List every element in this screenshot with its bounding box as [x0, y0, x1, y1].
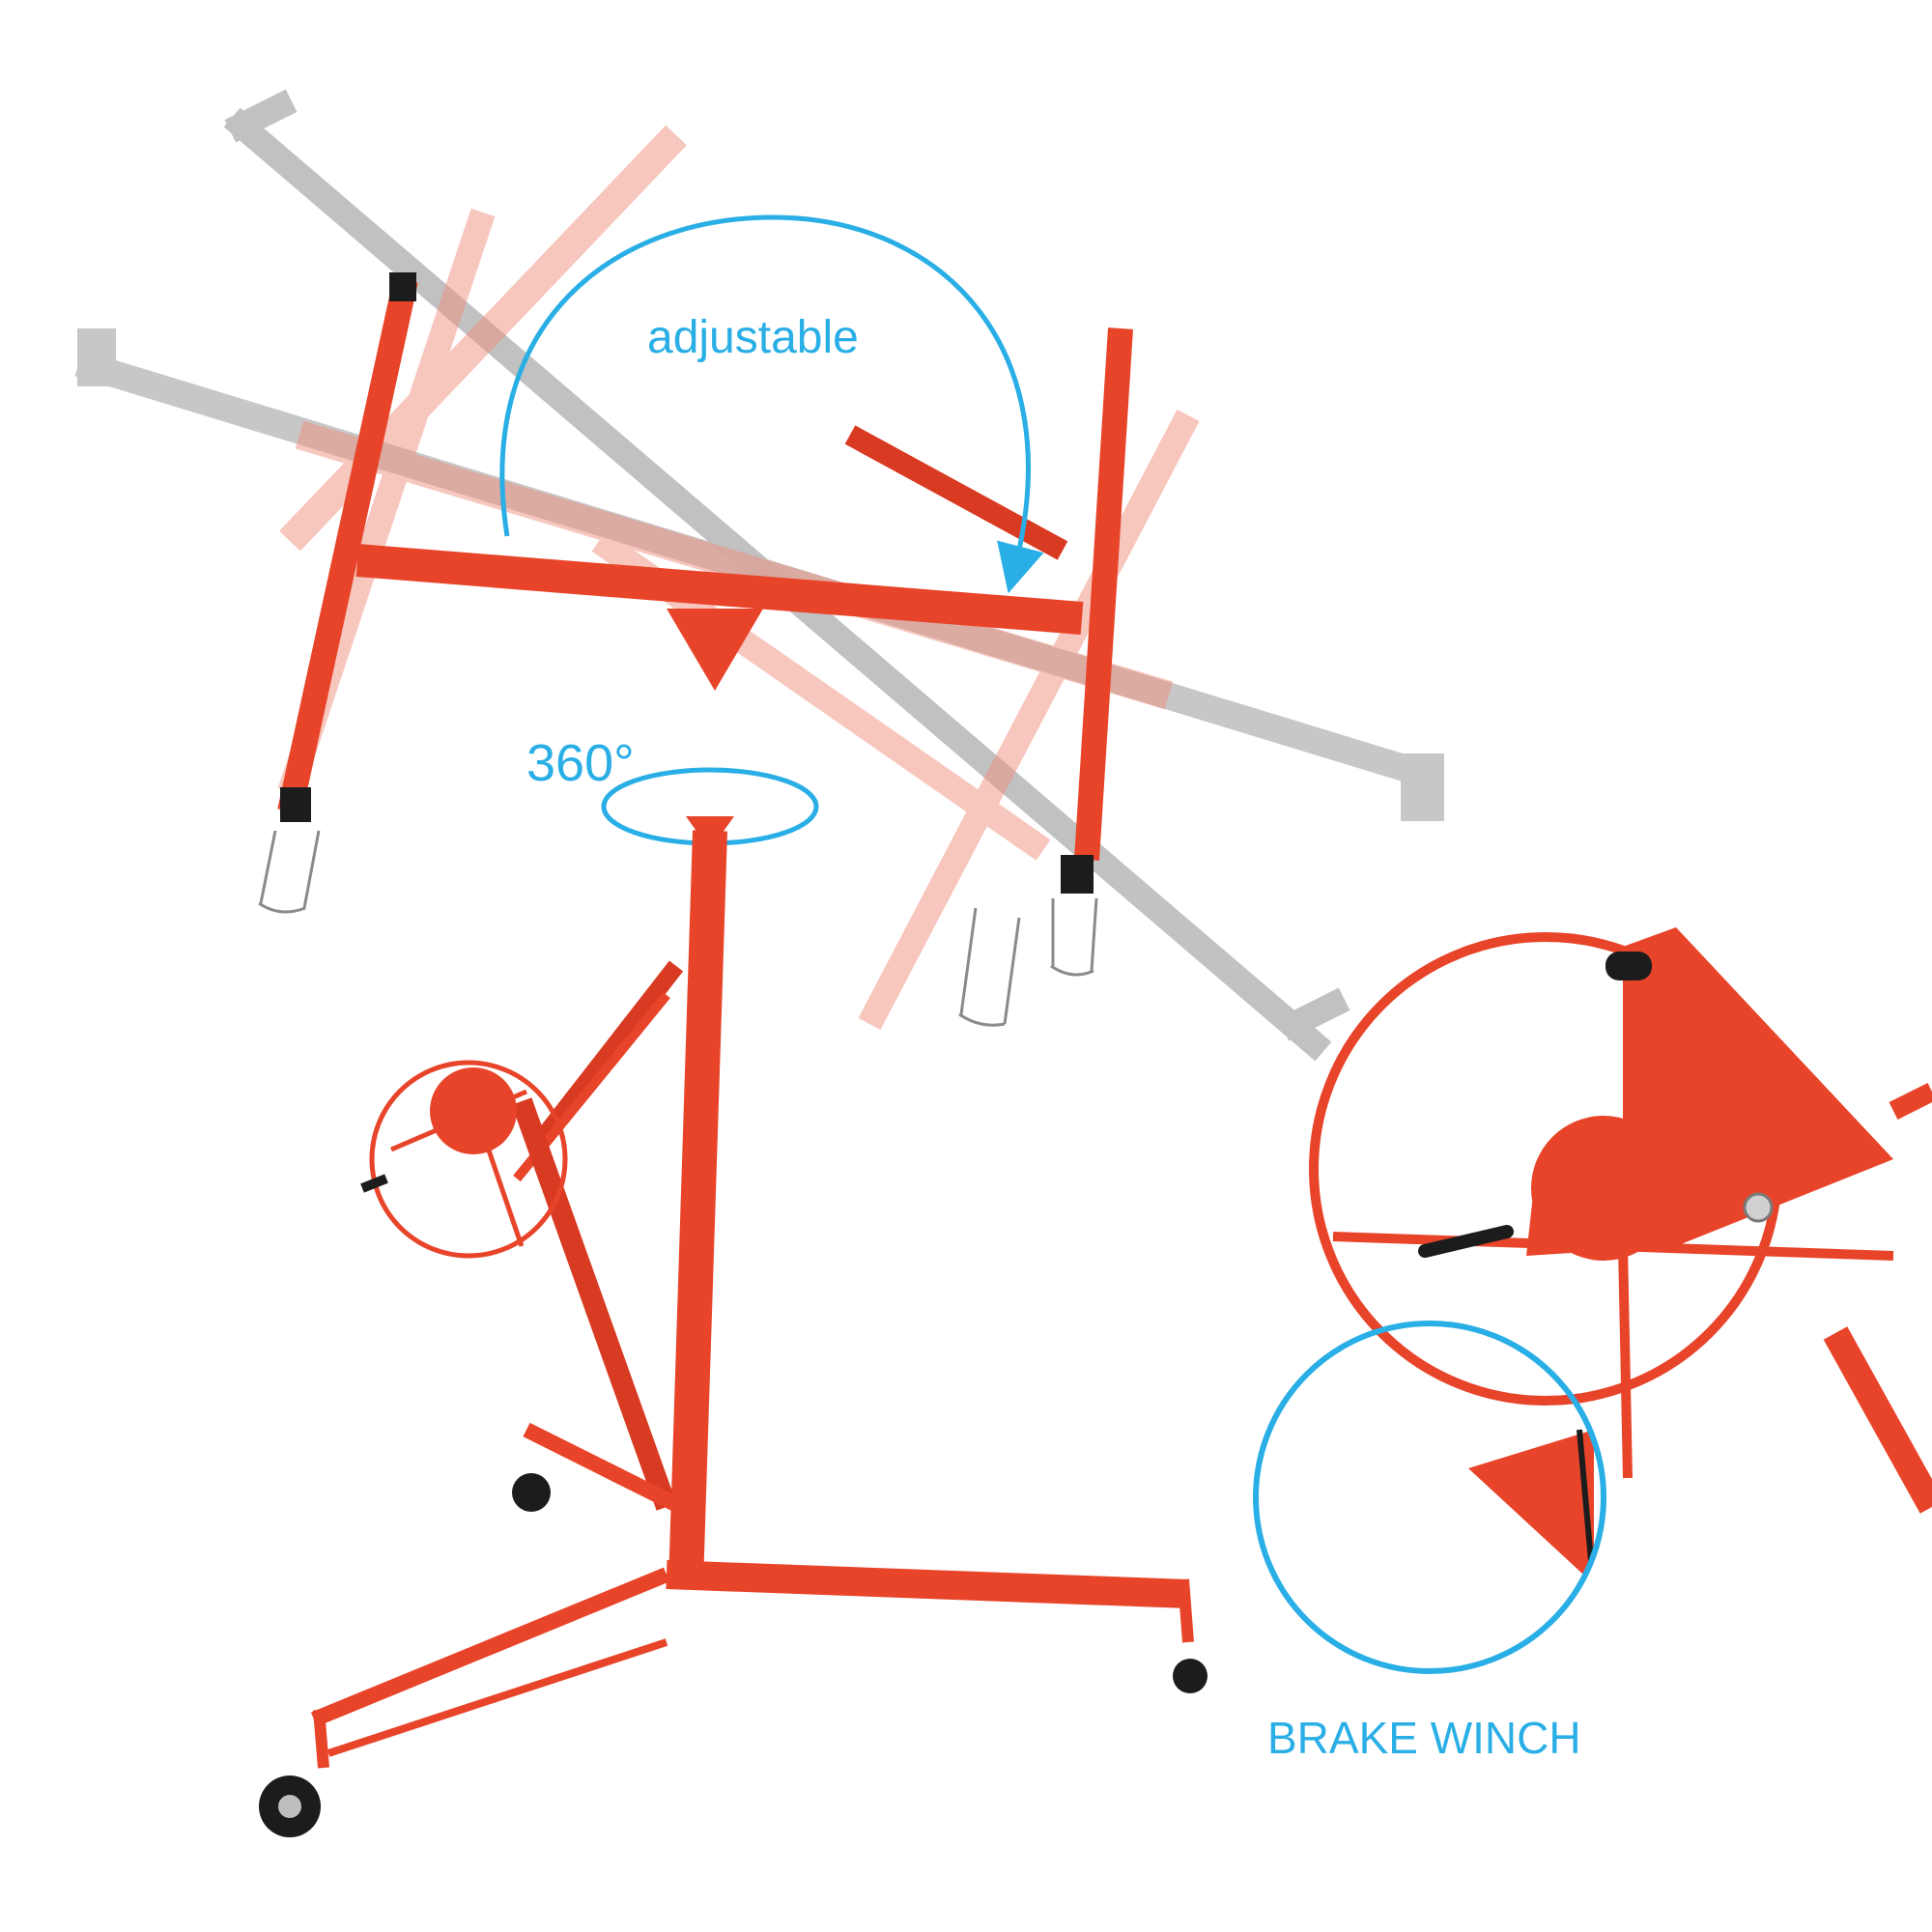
main-cradle: [277, 277, 1133, 861]
callout-adjustable: adjustable: [647, 312, 859, 363]
callout-brake-winch: BRAKE WINCH: [1267, 1713, 1581, 1763]
callout-360: 360°: [526, 734, 635, 792]
base-legs: [310, 1560, 1194, 1769]
winch-wheel: [360, 1060, 568, 1259]
caster-wheels: [259, 1473, 1208, 1837]
brake-winch-closeup: [1309, 927, 1932, 1514]
rotate-arrow-icon: [499, 214, 1044, 594]
lift-mast: [511, 816, 734, 1585]
magnifier-circle-icon: [1253, 1321, 1606, 1674]
cradle-end-caps: [280, 272, 1094, 894]
cradle-hook-clips: [258, 830, 1098, 1027]
